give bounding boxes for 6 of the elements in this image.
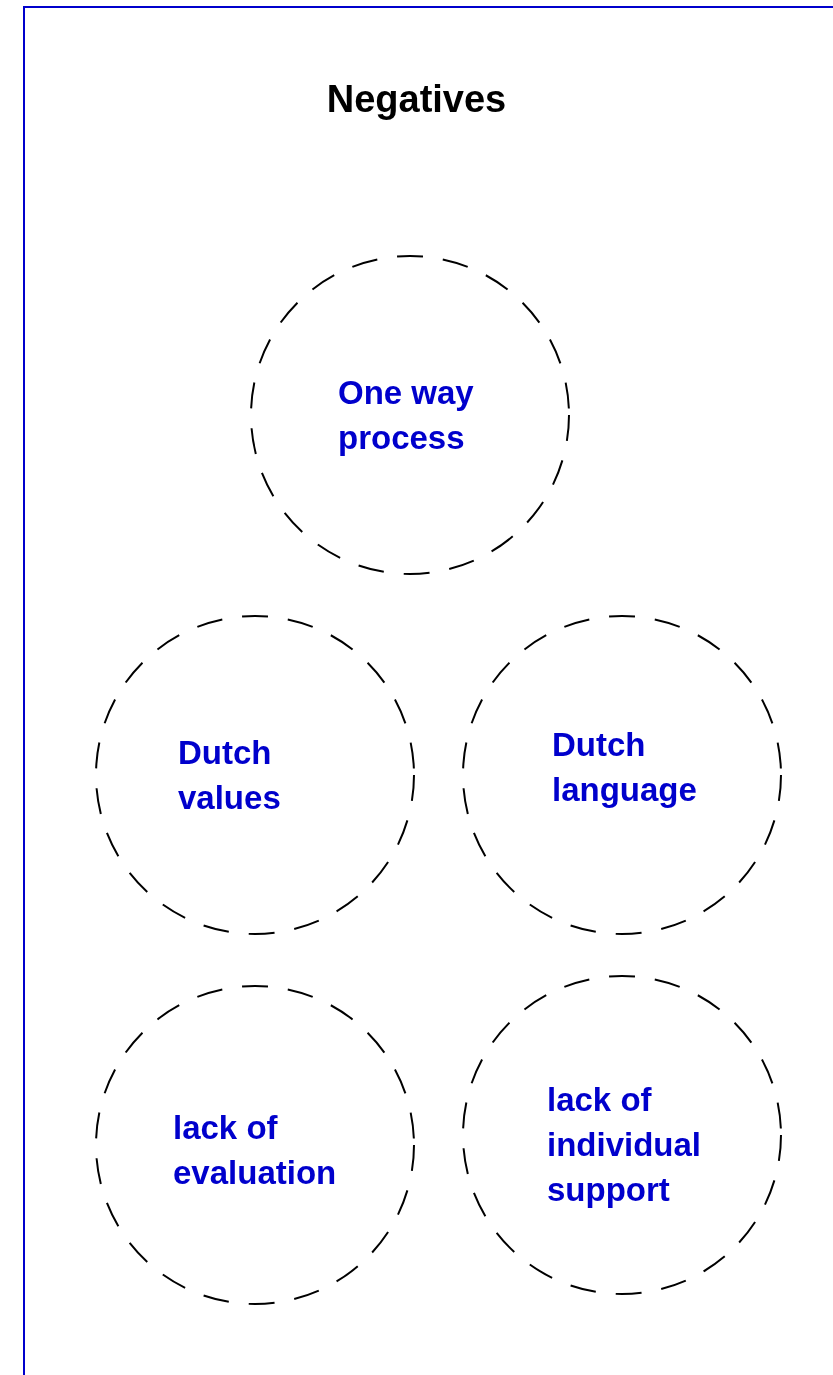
circle-label: Dutch values (178, 733, 282, 818)
diagram-title: Negatives (325, 78, 508, 121)
circle-label: lack of individual support (547, 1080, 702, 1210)
circle-label: One way process (338, 373, 475, 458)
circle-label: Dutch language (552, 725, 698, 810)
circle-label: lack of evaluation (173, 1108, 338, 1193)
